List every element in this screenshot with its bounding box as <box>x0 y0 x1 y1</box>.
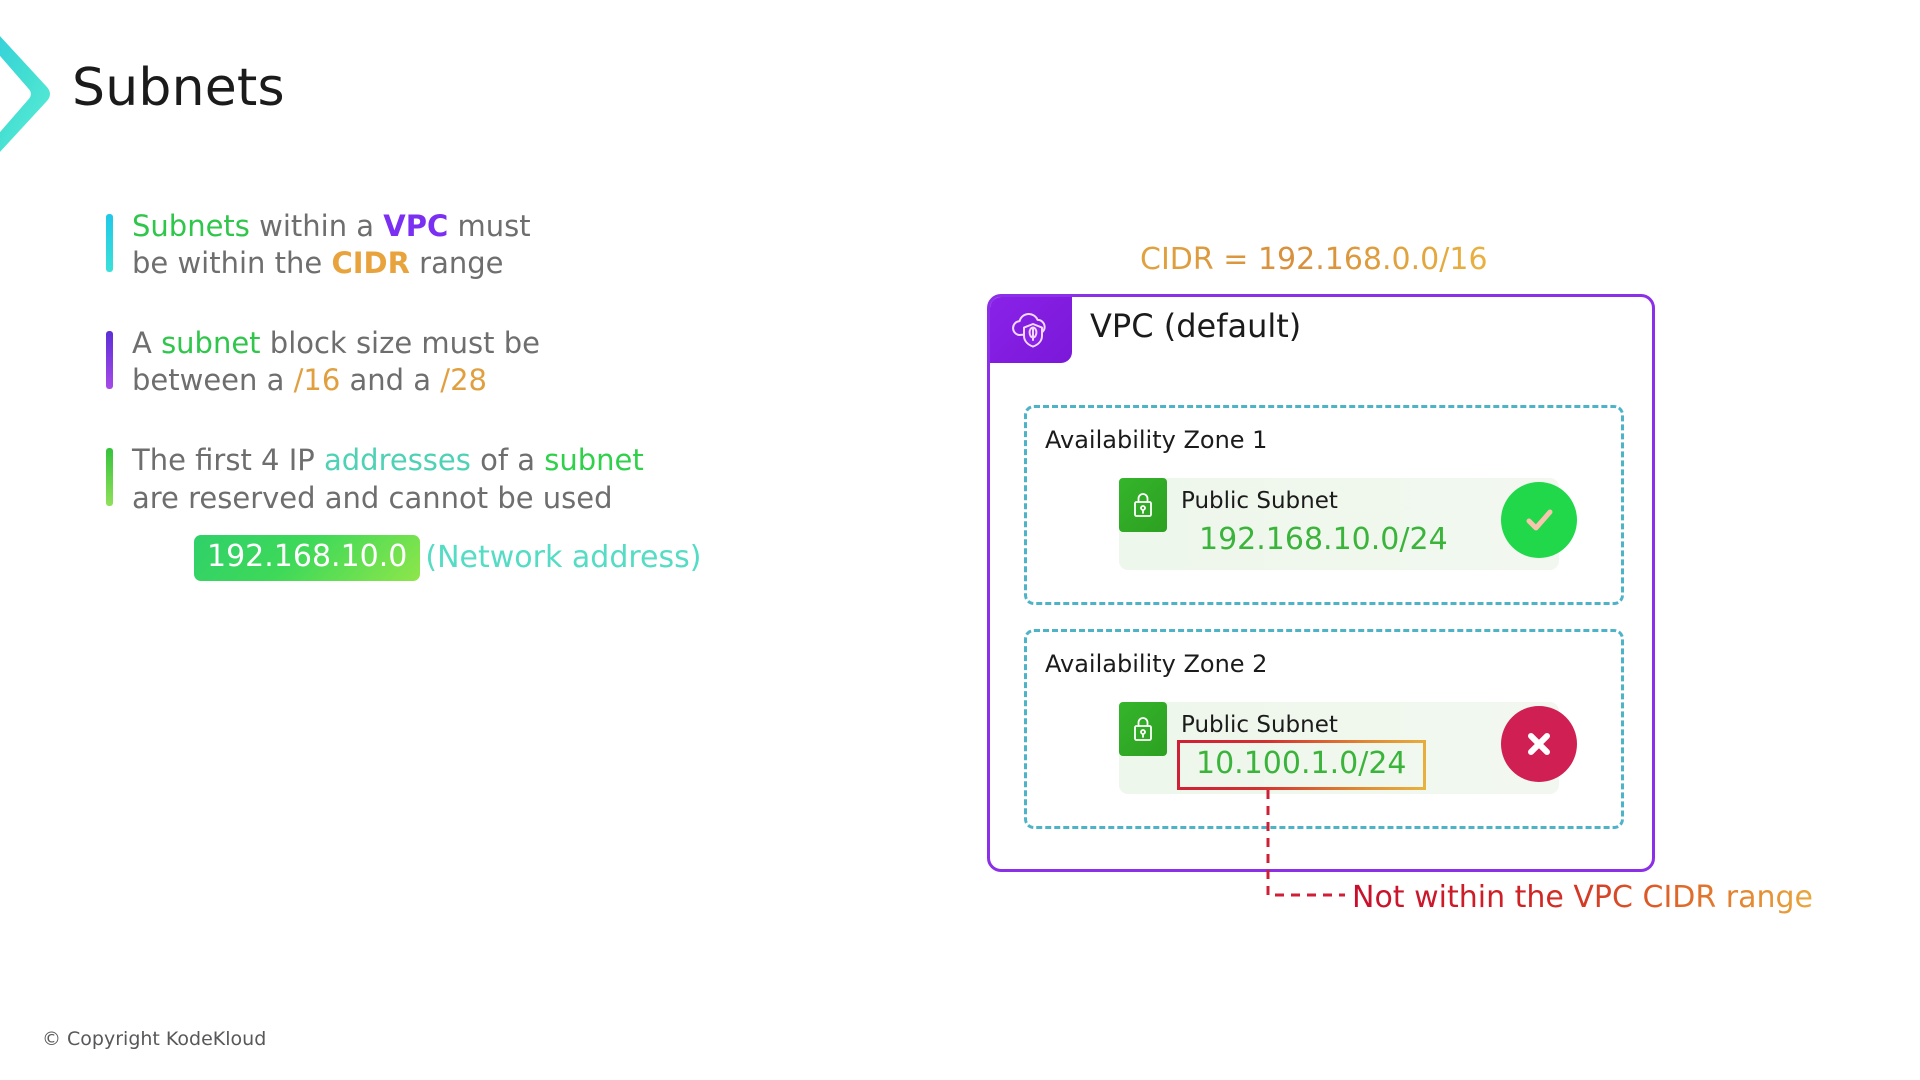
bullet-item-1: Subnets within a VPC must be within the … <box>106 208 786 282</box>
subnet-cidr-az2: 10.100.1.0/24 <box>1177 740 1426 790</box>
bullet-1-line2-seg-2: range <box>409 246 504 281</box>
bullet-3-seg-3: subnet <box>544 443 644 478</box>
vpc-cidr-label: CIDR = 192.168.0.0/16 <box>1140 242 1488 277</box>
cloud-shield-icon <box>990 297 1072 363</box>
bullet-2-line2-seg-1: /16 <box>293 363 341 398</box>
availability-zone-2-label: Availability Zone 2 <box>1045 650 1268 678</box>
subnet-name-az1: Public Subnet <box>1181 488 1338 514</box>
brand-chevron-logo <box>0 18 56 168</box>
bullet-1-seg-0: Subnets <box>132 209 250 243</box>
subnet-name-az2: Public Subnet <box>1181 712 1338 738</box>
bullet-1-seg-3: must <box>448 209 531 243</box>
callout-text: Not within the VPC CIDR range <box>1352 880 1814 915</box>
status-badge-valid <box>1501 482 1577 558</box>
callout-leader-line <box>1265 790 1345 908</box>
bullet-1-line2-seg-1: CIDR <box>331 246 410 281</box>
subnet-cidr-az1: 192.168.10.0/24 <box>1199 522 1448 557</box>
availability-zone-1-label: Availability Zone 1 <box>1045 426 1268 454</box>
availability-zone-1: Availability Zone 1 Public Subnet 192.16… <box>1024 405 1624 605</box>
bullet-2-line2-seg-3: /28 <box>440 363 487 398</box>
subnet-row-az1[interactable]: Public Subnet 192.168.10.0/24 <box>1119 478 1577 570</box>
bullet-accent-bar-3 <box>106 448 113 507</box>
bullet-list: Subnets within a VPC must be within the … <box>106 208 786 624</box>
status-badge-invalid <box>1501 706 1577 782</box>
bullet-1-seg-1: within a <box>249 209 384 243</box>
bullet-2-seg-2: block size must be <box>260 326 540 361</box>
bullet-1-seg-2: VPC <box>383 209 449 243</box>
bullet-text-1: Subnets within a VPC must be within the … <box>132 208 786 282</box>
bullet-3-seg-0: The first 4 IP <box>132 443 324 478</box>
bullet-item-3: The first 4 IP addresses of a subnet are… <box>106 442 786 581</box>
bullet-3-seg-1: addresses <box>323 443 471 478</box>
subnet-row-az2[interactable]: Public Subnet 10.100.1.0/24 <box>1119 702 1577 794</box>
bullet-2-line2-seg-2: and a <box>340 363 441 398</box>
bullet-accent-bar-1 <box>106 214 113 272</box>
bullet-3-seg-2: of a <box>470 443 545 478</box>
lock-icon <box>1119 702 1167 756</box>
vpc-title: VPC (default) <box>1090 307 1302 345</box>
bullet-text-3: The first 4 IP addresses of a subnet are… <box>132 442 786 516</box>
bullet-text-2: A subnet block size must be between a /1… <box>132 325 786 399</box>
bullet-item-2: A subnet block size must be between a /1… <box>106 325 786 399</box>
network-address-note: (Network address) <box>425 540 702 576</box>
bullet-3-line2-seg-0: are reserved and cannot be used <box>132 480 613 515</box>
copyright-text: © Copyright KodeKloud <box>42 1028 267 1050</box>
bullet-1-line2-seg-0: be within the <box>132 246 332 281</box>
network-address-chip: 192.168.10.0 <box>194 534 421 581</box>
bullet-2-seg-0: A <box>132 326 162 361</box>
bullet-2-line2-seg-0: between a <box>132 363 294 398</box>
availability-zone-2: Availability Zone 2 Public Subnet 10.100… <box>1024 629 1624 829</box>
page-title: Subnets <box>72 58 285 118</box>
bullet-2-seg-1: subnet <box>161 326 261 361</box>
vpc-header: VPC (default) <box>990 297 1652 363</box>
bullet-accent-bar-2 <box>106 331 113 390</box>
lock-icon <box>1119 478 1167 532</box>
vpc-container: VPC (default) Availability Zone 1 Public… <box>987 294 1655 872</box>
network-address-row: 192.168.10.0 (Network address) <box>194 534 786 581</box>
